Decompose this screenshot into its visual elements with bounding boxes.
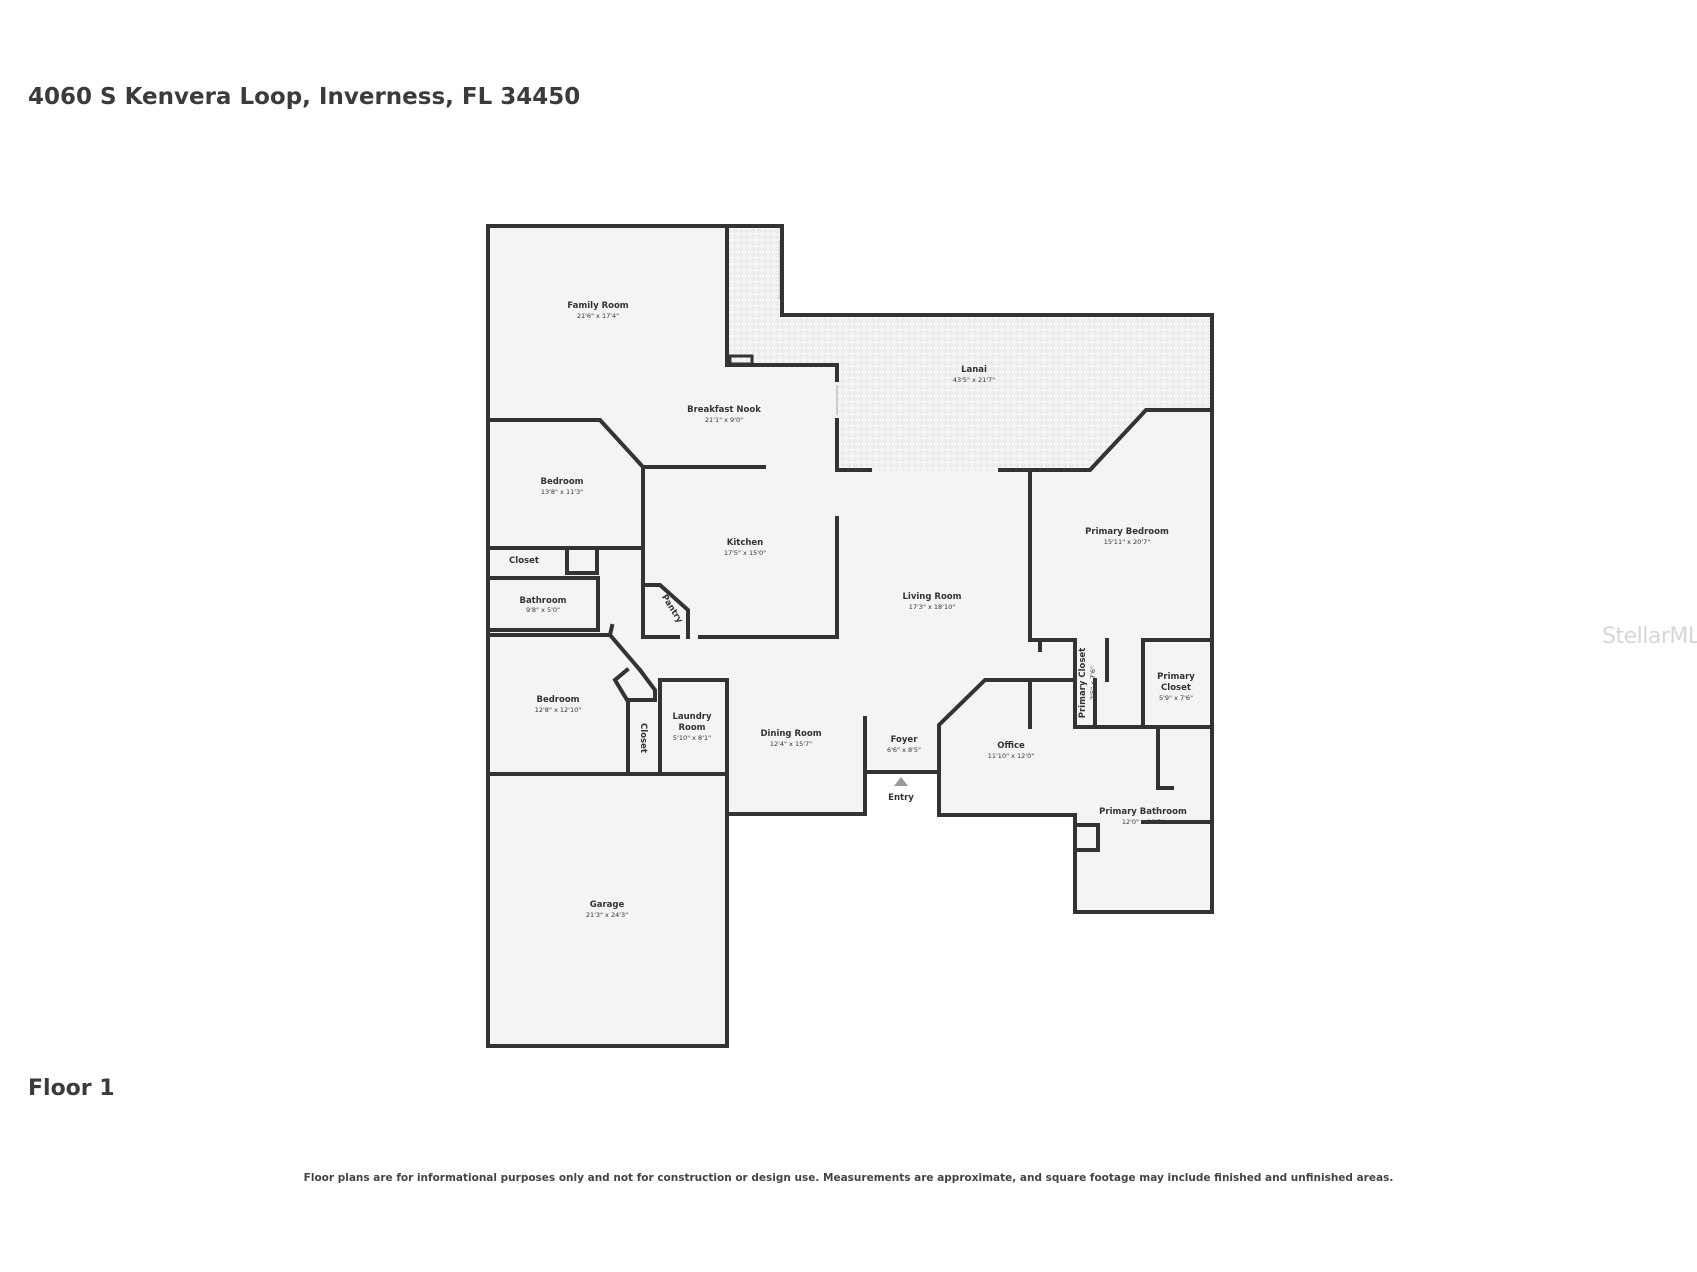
room-garage-name: Garage xyxy=(590,900,625,910)
room-primary-closet-1-dim: 2'5" x 7'6" xyxy=(1089,666,1097,700)
entry-label: Entry xyxy=(888,793,914,803)
room-living-room-name: Living Room xyxy=(903,592,962,602)
lanai-post xyxy=(728,354,754,366)
room-family-room-name: Family Room xyxy=(567,301,628,311)
room-garage-dim: 21'3" x 24'3" xyxy=(586,911,628,919)
room-lanai-dim: 43'5" x 21'7" xyxy=(953,376,995,384)
room-primary-closet-1-name: Primary Closet xyxy=(1078,648,1088,719)
room-primary-closet-2-dim: 5'9" x 7'6" xyxy=(1159,694,1193,702)
room-closet-1-name: Closet xyxy=(509,556,539,566)
room-bedroom-2-name: Bedroom xyxy=(536,695,579,705)
room-primary-closet-2-name-2: Closet xyxy=(1161,683,1191,693)
floor-label: Floor 1 xyxy=(28,1076,115,1101)
room-bedroom-1-name: Bedroom xyxy=(540,477,583,487)
room-bathroom-dim: 9'8" x 5'0" xyxy=(526,606,560,614)
room-laundry-name-2: Room xyxy=(678,723,705,733)
room-bedroom-1-dim: 13'8" x 11'3" xyxy=(541,488,583,496)
room-living-room-dim: 17'3" x 18'10" xyxy=(909,603,955,611)
room-family-room-dim: 21'6" x 17'4" xyxy=(577,312,619,320)
room-foyer-name: Foyer xyxy=(891,735,919,745)
room-primary-closet-2-name-1: Primary xyxy=(1157,672,1195,682)
room-dining-room-dim: 12'4" x 15'7" xyxy=(770,740,812,748)
room-primary-bathroom-dim: 12'0" x 16'5" xyxy=(1122,818,1164,826)
room-bathroom-name: Bathroom xyxy=(519,596,566,606)
room-laundry-name-1: Laundry xyxy=(672,712,712,722)
room-dining-room-name: Dining Room xyxy=(760,729,821,739)
watermark: StellarMLS xyxy=(1602,624,1697,649)
room-primary-bedroom-dim: 15'11" x 20'7" xyxy=(1104,538,1150,546)
room-bedroom-2-dim: 12'8" x 12'10" xyxy=(535,706,581,714)
room-breakfast-nook-dim: 21'1" x 9'0" xyxy=(705,416,743,424)
room-foyer-dim: 6'6" x 8'5" xyxy=(887,746,921,754)
room-breakfast-nook-name: Breakfast Nook xyxy=(687,405,761,415)
lanai-patio xyxy=(727,226,1212,470)
room-labels: Family Room 21'6" x 17'4" Breakfast Nook… xyxy=(509,301,1195,919)
room-office-name: Office xyxy=(997,741,1025,751)
room-primary-bathroom-name: Primary Bathroom xyxy=(1099,807,1187,817)
room-primary-bedroom-name: Primary Bedroom xyxy=(1085,527,1169,537)
room-kitchen-name: Kitchen xyxy=(727,538,763,548)
disclaimer-text: Floor plans are for informational purpos… xyxy=(303,1172,1394,1184)
entry-arrow-icon xyxy=(894,777,908,786)
room-laundry-dim: 5'10" x 8'1" xyxy=(673,734,711,742)
room-office-dim: 11'10" x 12'0" xyxy=(988,752,1034,760)
exterior-walls xyxy=(486,224,1214,1048)
room-closet-2-name: Closet xyxy=(638,723,648,753)
room-kitchen-dim: 17'5" x 15'0" xyxy=(724,549,766,557)
property-address: 4060 S Kenvera Loop, Inverness, FL 34450 xyxy=(28,84,581,110)
interior-walls xyxy=(486,224,1214,852)
room-lanai-name: Lanai xyxy=(961,365,987,375)
